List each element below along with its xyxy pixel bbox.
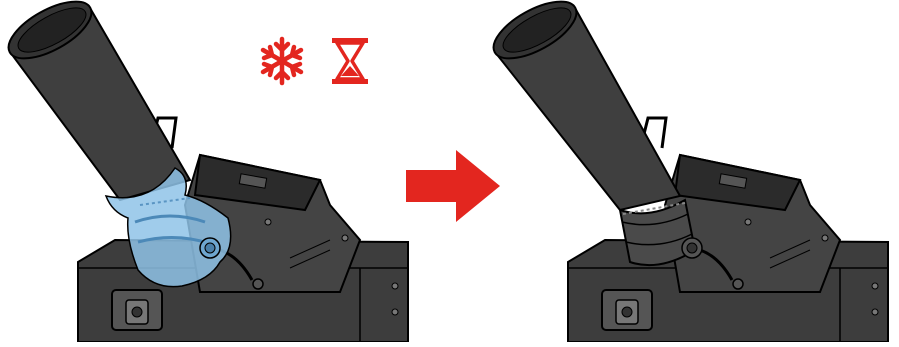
- cannon-tube: [485, 0, 680, 210]
- cannon-housing: [665, 155, 840, 292]
- thawed-cannon-illustration: [480, 0, 899, 342]
- hourglass-icon: [330, 36, 370, 86]
- cannon-tube: [0, 0, 190, 200]
- snowflake-icon: [256, 35, 308, 87]
